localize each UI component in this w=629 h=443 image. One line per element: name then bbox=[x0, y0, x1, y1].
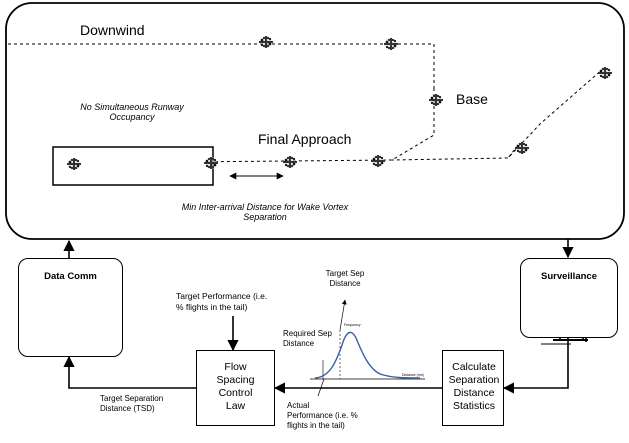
surveillance-label: Surveillance bbox=[541, 271, 597, 282]
aircraft-icon bbox=[428, 93, 444, 107]
aircraft-icon bbox=[370, 154, 386, 168]
downwind-path bbox=[8, 43, 435, 88]
required-sep-distance-note: Required Sep Distance bbox=[283, 329, 332, 348]
target-performance-note: Target Performance (i.e. % flights in th… bbox=[176, 291, 268, 312]
aircraft-icon bbox=[514, 141, 530, 155]
base-path bbox=[182, 88, 435, 163]
tsd-note: Target Separation Distance (TSD) bbox=[100, 394, 164, 413]
distribution-curve bbox=[314, 331, 421, 379]
base-label: Base bbox=[456, 91, 488, 107]
data-comm-block: Data Comm bbox=[18, 258, 123, 357]
aircraft-icon bbox=[258, 35, 274, 49]
surveillance-block: Surveillance bbox=[520, 258, 618, 338]
calc-separation-block: Calculate Separation Distance Statistics bbox=[442, 350, 504, 426]
runway bbox=[52, 146, 214, 186]
curve-x-label: Distance (nm) bbox=[402, 373, 424, 377]
calc-separation-label: Calculate Separation Distance Statistics bbox=[448, 361, 500, 412]
outer-path bbox=[391, 67, 605, 161]
actual-performance-note: Actual Performance (i.e. % flights in th… bbox=[287, 401, 358, 430]
runway-occupancy-note: No Simultaneous Runway Occupancy bbox=[80, 102, 184, 123]
wake-vortex-note: Min Inter-arrival Distance for Wake Vort… bbox=[181, 202, 349, 223]
arrow-to-calc bbox=[502, 338, 569, 394]
aircraft-icon bbox=[383, 37, 399, 51]
downwind-label: Downwind bbox=[80, 22, 145, 38]
data-comm-label: Data Comm bbox=[44, 271, 97, 282]
flow-spacing-control-block: Flow Spacing Control Law bbox=[196, 350, 275, 426]
curve-peak-label: Frequency bbox=[344, 323, 361, 327]
distribution-chart bbox=[310, 299, 425, 397]
aircraft-icon bbox=[597, 66, 613, 80]
final-approach-label: Final Approach bbox=[258, 131, 352, 147]
flow-control-label: Flow Spacing Control Law bbox=[216, 361, 255, 412]
target-sep-distance-note: Target Sep Distance bbox=[325, 269, 365, 288]
arrow-to-datacomm bbox=[63, 355, 196, 389]
aircraft-icon bbox=[282, 155, 298, 169]
airspace-boundary bbox=[5, 2, 625, 240]
